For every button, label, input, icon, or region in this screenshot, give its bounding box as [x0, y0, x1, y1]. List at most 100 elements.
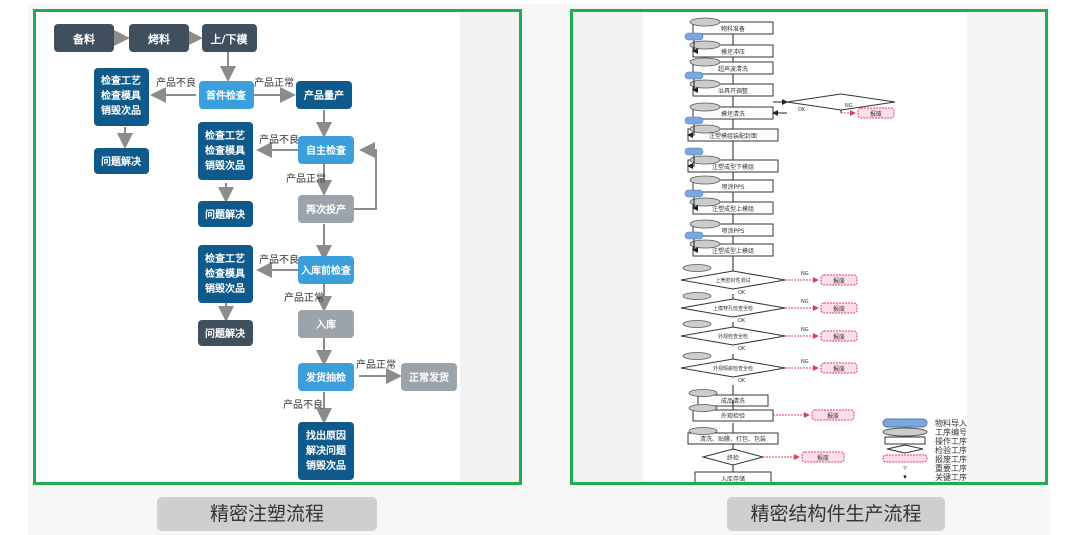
legend-label-5: 重要工序 [935, 463, 967, 473]
material-input-tag [684, 32, 704, 41]
step-number-oval [688, 389, 718, 397]
scrap-label: 报废 [833, 277, 845, 285]
node-bake: 烤料 [129, 24, 189, 52]
legend-label-0: 物料导入 [935, 418, 967, 428]
label-bad-2: 产品不良 [259, 133, 299, 146]
node-mold: 上/下模 [202, 24, 257, 52]
step-number-oval [682, 352, 712, 360]
material-input-tag [684, 147, 704, 156]
final-check-label: 终检 [727, 454, 739, 462]
ok-label: OK [738, 346, 746, 352]
step-number-oval [689, 17, 721, 27]
scrap-box [820, 274, 858, 286]
step-number-oval [688, 404, 718, 412]
ng-label: NG [801, 271, 809, 277]
material-input-arrow [687, 155, 695, 169]
svg-text:检查模具: 检查模具 [205, 144, 245, 157]
panel-side-strip-left [573, 12, 643, 482]
caption-injection-molding: 精密注塑流程 [157, 497, 377, 531]
process-step-label: 注塑模组装配封面 [709, 132, 757, 140]
svg-text:产品量产: 产品量产 [304, 89, 344, 102]
svg-text:烤料: 烤料 [148, 32, 170, 46]
material-input-tag [684, 231, 704, 240]
material-input-tag [684, 116, 704, 125]
legend-key-mark: ▾ [903, 473, 907, 481]
node-first-inspect: 首件检查 [199, 81, 254, 109]
node-solve-1: 问题解决 [94, 148, 149, 174]
legend-operation-shape [884, 436, 926, 445]
legend-label-3: 检验工序 [935, 445, 967, 455]
step-number-oval [689, 219, 721, 229]
step-number-oval [689, 40, 721, 50]
inspect-label: 上模穿孔检查全检 [713, 305, 753, 312]
step-number-oval [682, 264, 712, 272]
legend-step-no-shape [882, 427, 928, 437]
svg-text:检查工艺: 检查工艺 [101, 74, 141, 87]
inspect-diamond [786, 93, 896, 111]
flow-arrows [114, 30, 402, 424]
label-ok-1: 产品正常 [254, 76, 294, 89]
scrap-label: 报废 [833, 365, 845, 373]
legend-label-2: 操作工序 [935, 436, 967, 446]
svg-text:备料: 备料 [72, 32, 95, 46]
process-step-label: 注塑成型上模组 [712, 205, 754, 213]
structural-part-flow-panel: 物料准备模坯冲压超声波清洗治具开调整模坯清洗注塑模组装配封面注塑成型下模组喷涂P… [570, 9, 1048, 485]
node-fix-4: 找出原因 解决问题 销毁次品 [298, 422, 354, 480]
node-solve-3: 问题解决 [198, 320, 253, 346]
svg-text:问题解决: 问题解决 [205, 327, 246, 340]
node-fix-1: 检查工艺 检查模具 销毁次品 [94, 68, 149, 126]
label-ok-3: 产品正常 [284, 291, 324, 304]
structural-flowchart: 物料准备模坯冲压超声波清洗治具开调整模坯清洗注塑模组装配封面注塑成型下模组喷涂P… [680, 17, 967, 482]
ok-label: OK [738, 318, 746, 324]
node-mass-prod: 产品量产 [296, 81, 352, 109]
ok-label: OK [798, 107, 806, 113]
material-input-tag [684, 71, 704, 80]
inspect-label: 上壳密封性测试 [715, 277, 750, 284]
svg-text:解决问题: 解决问题 [306, 444, 347, 457]
node-ship-inspect: 发货抽检 [298, 363, 354, 391]
svg-text:检查模具: 检查模具 [101, 89, 141, 102]
material-input-arrow [687, 124, 695, 138]
process-step-label: 注塑成型上模组 [712, 247, 754, 255]
process-step-label: 模坯冲压 [721, 48, 745, 56]
scrap-box [820, 302, 858, 314]
inspect-label: 外观检查全检 [718, 333, 748, 340]
step-number-oval [688, 427, 718, 435]
svg-text:发货抽检: 发货抽检 [305, 371, 346, 384]
node-reinput: 再次投产 [298, 195, 354, 223]
material-input-arrow [692, 79, 698, 93]
step-number-oval [689, 57, 721, 67]
label-bad-1: 产品不良 [156, 76, 196, 89]
step-number-oval [689, 79, 721, 89]
process-step-label: 模坯清洗 [721, 110, 745, 118]
svg-text:问题解决: 问题解决 [205, 208, 246, 221]
process-step-label: 注塑成型下模组 [712, 163, 754, 171]
step-number-oval [682, 292, 712, 300]
step-number-oval [689, 197, 721, 207]
svg-text:销毁次品: 销毁次品 [205, 159, 245, 172]
material-input-arrow [692, 197, 698, 211]
process-step-label: 物料准备 [721, 25, 745, 33]
step-number-oval [682, 320, 712, 328]
node-solve-2: 问题解决 [198, 201, 253, 227]
ng-label: NG [845, 103, 853, 109]
svg-text:上/下模: 上/下模 [210, 32, 248, 46]
ok-label: OK [738, 378, 746, 384]
node-store: 入库 [298, 310, 354, 338]
process-step-label: 喷涂PPS [721, 183, 744, 191]
svg-text:问题解决: 问题解决 [101, 155, 142, 168]
step-number-oval [689, 102, 721, 112]
step-number-oval [689, 155, 721, 165]
store-label: 入库存储 [721, 475, 745, 482]
process-step-label: 超声波清洗 [718, 65, 748, 73]
svg-text:检查模具: 检查模具 [205, 267, 245, 280]
process-step-label: 喷涂PPS [721, 227, 744, 235]
legend-important-mark: ▿ [903, 464, 907, 472]
step-number-oval [689, 175, 721, 185]
scrap-box [857, 107, 895, 119]
scrap-label: 报废 [870, 110, 882, 118]
svg-text:检查工艺: 检查工艺 [205, 129, 245, 142]
label-ok-4: 产品正常 [356, 358, 396, 371]
legend-inspect-shape [886, 444, 924, 454]
ok-label: OK [738, 290, 746, 296]
